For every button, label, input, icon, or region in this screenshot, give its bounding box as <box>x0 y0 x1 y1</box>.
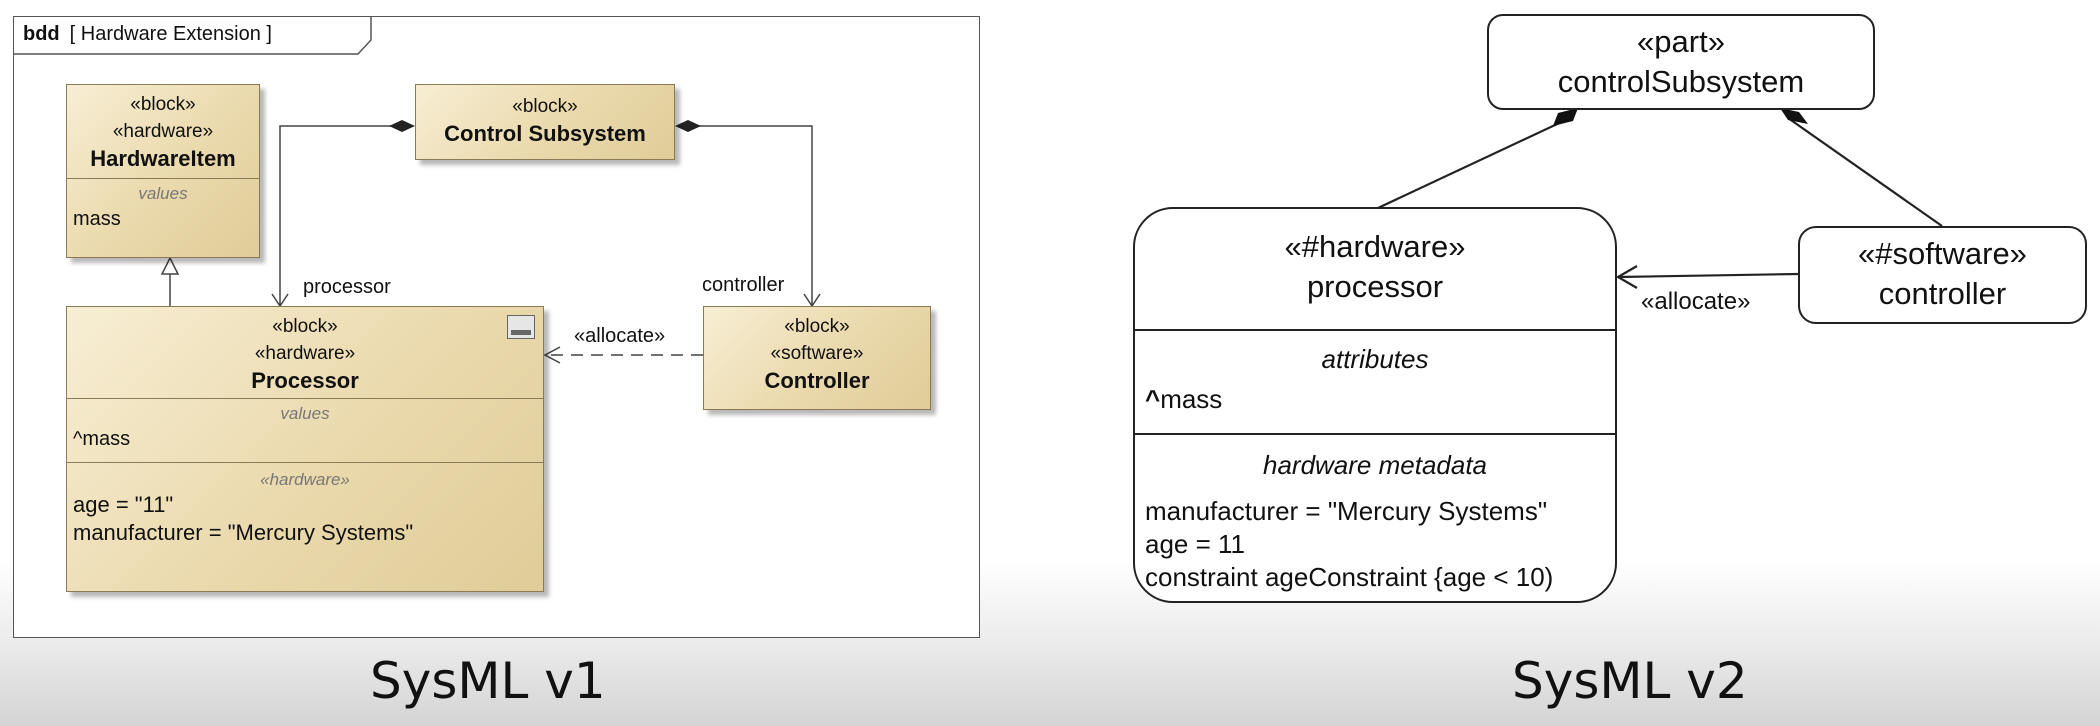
v1-connectors <box>160 120 821 364</box>
composition-controller-diamond <box>675 120 701 132</box>
allocate-arrowhead <box>543 346 561 364</box>
stereotype-software: «software» <box>770 343 864 364</box>
composition-processor-line <box>1377 117 1571 209</box>
role-label-processor: processor <box>303 276 391 298</box>
stereotype-block: «block» <box>130 94 196 115</box>
metadata-constraint: constraint ageConstraint {age < 10) <box>1145 562 1554 592</box>
frame-name: [ Hardware Extension ] <box>69 22 272 45</box>
part-keyword: «part» <box>1637 24 1725 59</box>
block-processor[interactable]: «block» «hardware» Processor values ^mas… <box>66 306 544 592</box>
compartment-toggle-icon[interactable] <box>507 315 535 339</box>
section-title-hardware: «hardware» <box>260 470 350 489</box>
frame-kind: bdd <box>23 22 60 45</box>
frame-header: bdd [ Hardware Extension ] <box>13 16 282 52</box>
attribute-age: age = "11" <box>73 492 174 517</box>
block-control-subsystem[interactable]: «block» Control Subsystem <box>415 84 675 160</box>
section-title-values: values <box>280 404 330 423</box>
section-title-hardware-metadata: hardware metadata <box>1262 450 1488 480</box>
block-name: Processor <box>251 368 359 393</box>
composition-processor-diamond <box>389 120 415 132</box>
composition-controller-line <box>1787 117 1943 227</box>
redefinition-marker: ^ <box>1145 384 1161 414</box>
composition-controller-diamond <box>1780 108 1808 124</box>
caption-sysml-v1: SysML v1 <box>370 652 606 710</box>
generalization-arrowhead <box>160 256 180 275</box>
part-controller[interactable]: «#software» controller <box>1798 226 2087 324</box>
section-title-values: values <box>138 184 188 203</box>
role-label-controller: controller <box>702 274 785 296</box>
part-keyword: «#software» <box>1858 236 2027 271</box>
part-name: controller <box>1878 276 2007 311</box>
section-title-attributes: attributes <box>1321 344 1429 374</box>
attribute-mass: ^mass <box>73 428 131 450</box>
block-name: HardwareItem <box>90 146 236 171</box>
block-name: Control Subsystem <box>444 121 646 146</box>
stereotype-hardware: «hardware» <box>254 343 356 364</box>
part-name: processor <box>1306 269 1444 304</box>
block-controller[interactable]: «block» «software» Controller <box>703 306 931 410</box>
block-hardware-item[interactable]: «block» «hardware» HardwareItem values m… <box>66 84 260 258</box>
part-control-subsystem[interactable]: «part» controlSubsystem <box>1487 14 1875 110</box>
stereotype-block: «block» <box>512 96 578 117</box>
caption-sysml-v2: SysML v2 <box>1512 652 1748 710</box>
allocate-dependency-line <box>1617 272 1799 279</box>
allocate-label: «allocate» <box>1641 288 1751 315</box>
allocate-arrowhead <box>1615 265 1638 289</box>
part-processor[interactable]: «#hardware» processor attributes ^mass h… <box>1133 207 1617 603</box>
attribute-mass: mass <box>73 208 121 230</box>
stereotype-block: «block» <box>784 316 850 337</box>
attribute-manufacturer: manufacturer = "Mercury Systems" <box>73 520 414 545</box>
stereotype-hardware: «hardware» <box>112 121 214 142</box>
attribute-mass: ^mass <box>1145 384 1223 414</box>
part-keyword: «#hardware» <box>1284 229 1466 264</box>
frame-tab-outline <box>13 16 372 55</box>
composition-controller-line <box>688 125 813 306</box>
stereotype-block: «block» <box>272 316 338 337</box>
block-name: Controller <box>764 368 870 393</box>
composition-processor-diamond <box>1553 108 1578 126</box>
part-name: controlSubsystem <box>1557 64 1805 99</box>
metadata-age: age = 11 <box>1145 529 1246 559</box>
metadata-manufacturer: manufacturer = "Mercury Systems" <box>1145 496 1548 526</box>
allocate-label: «allocate» <box>574 325 666 347</box>
v2-connectors <box>1377 108 1943 289</box>
composition-processor-line <box>279 125 402 306</box>
